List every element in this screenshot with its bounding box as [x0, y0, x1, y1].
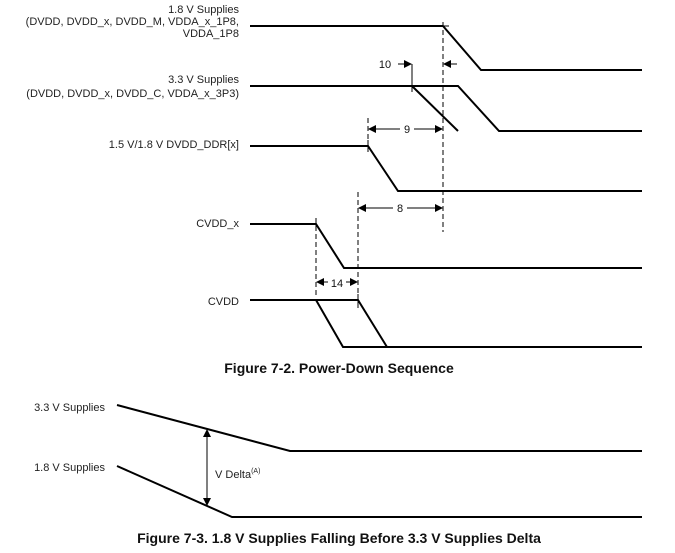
waveform-3p3v-late — [250, 85, 642, 132]
caption-figure-7-2: Figure 7-2. Power-Down Sequence — [224, 360, 454, 376]
timing-9-label: 9 — [404, 124, 410, 136]
v-delta-text: V Delta(A) — [215, 468, 260, 481]
label-fig73-1p8v: 1.8 V Supplies — [34, 462, 105, 474]
waveform-fig73-1p8v — [116, 465, 642, 518]
timing-9-bg — [400, 122, 414, 135]
waveform-1p8v — [250, 25, 642, 71]
label-3p3v-line1: 3.3 V Supplies — [168, 74, 239, 86]
label-3p3v-supplies: 3.3 V Supplies (DVDD, DVDD_x, DVDD_C, VD… — [26, 74, 239, 100]
label-3p3v-line2: (DVDD, DVDD_x, DVDD_C, VDDA_x_3P3) — [26, 88, 239, 100]
label-ddr: 1.5 V/1.8 V DVDD_DDR[x] — [109, 139, 239, 151]
waveform-fig73-3p3v — [116, 404, 642, 452]
waveform-3p3v-early-edge — [411, 85, 459, 132]
timing-10-label: 10 — [379, 59, 391, 71]
timing-14-bg — [328, 276, 346, 289]
timing-8-bg — [393, 201, 407, 214]
timing-14: 14 — [316, 276, 358, 290]
label-1p8v-line2: (DVDD, DVDD_x, DVDD_M, VDDA_x_1P8, — [26, 16, 239, 28]
timing-8-label: 8 — [397, 203, 403, 215]
caption-figure-7-3: Figure 7-3. 1.8 V Supplies Falling Befor… — [137, 530, 541, 546]
timing-14-label: 14 — [331, 278, 343, 290]
timing-9: 9 — [368, 122, 443, 136]
timing-10: 10 — [379, 59, 457, 86]
label-1p8v-line1: 1.8 V Supplies — [168, 4, 239, 16]
label-fig73-3p3v: 3.3 V Supplies — [34, 402, 105, 414]
waveform-ddr — [250, 145, 642, 192]
v-delta-label: V Delta — [215, 469, 252, 481]
label-1p8v-supplies: 1.8 V Supplies (DVDD, DVDD_x, DVDD_M, VD… — [26, 4, 240, 40]
timing-8: 8 — [358, 201, 443, 215]
label-1p8v-line3: VDDA_1P8 — [183, 28, 239, 40]
figure-7-3: 3.3 V Supplies 1.8 V Supplies V Delta(A)… — [34, 402, 642, 546]
figure-7-2: 1.8 V Supplies (DVDD, DVDD_x, DVDD_M, VD… — [26, 4, 642, 376]
v-delta-superscript: (A) — [251, 468, 260, 475]
waveform-cvdd-early — [315, 299, 387, 348]
label-cvdd-x: CVDD_x — [196, 218, 239, 230]
waveform-cvdd-late — [250, 299, 642, 348]
waveform-cvdd-x — [250, 223, 642, 269]
label-cvdd: CVDD — [208, 296, 239, 308]
